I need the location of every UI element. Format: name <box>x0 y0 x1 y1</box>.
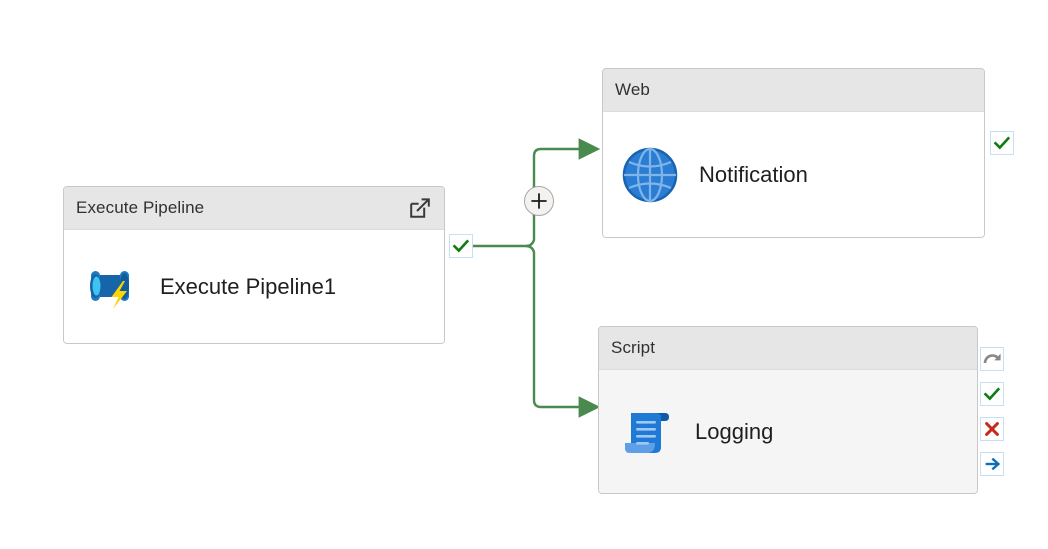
node-body: Logging <box>599 370 977 493</box>
add-activity-button[interactable] <box>524 186 554 216</box>
node-label: Execute Pipeline1 <box>160 273 337 299</box>
red-x-icon <box>985 422 999 436</box>
node-header: Web <box>603 69 984 112</box>
activity-node-web[interactable]: Web Notification <box>602 68 985 238</box>
node-header-title: Execute Pipeline <box>76 198 205 217</box>
activity-node-execute-pipeline[interactable]: Execute Pipeline <box>63 186 445 344</box>
node-header-title: Web <box>615 80 650 99</box>
output-port-failure-script[interactable] <box>980 417 1004 441</box>
node-header-title: Script <box>611 338 656 357</box>
connector-to-script <box>525 244 601 418</box>
node-body: Execute Pipeline1 <box>64 230 444 343</box>
node-label: Logging <box>695 418 774 444</box>
output-port-success-script[interactable] <box>980 382 1004 406</box>
node-label: Notification <box>699 161 808 187</box>
output-port-completion-script[interactable] <box>980 452 1004 476</box>
retry-arrow-icon <box>983 353 1001 364</box>
activity-node-script[interactable]: Script Logging <box>598 326 978 494</box>
globe-icon <box>621 146 679 204</box>
script-scroll-icon <box>617 403 675 461</box>
output-port-success-web[interactable] <box>990 131 1014 155</box>
output-port-retry-script[interactable] <box>980 347 1004 371</box>
open-in-new-window-icon[interactable] <box>406 194 434 222</box>
node-header: Script <box>599 327 977 370</box>
output-port-success-execute-pipeline[interactable] <box>449 234 473 258</box>
blue-arrow-icon <box>985 457 1001 471</box>
green-check-icon <box>993 136 1011 150</box>
node-header: Execute Pipeline <box>64 187 444 230</box>
execute-pipeline-icon <box>82 258 140 316</box>
green-check-icon <box>983 387 1001 401</box>
green-check-icon <box>452 239 470 253</box>
node-body: Notification <box>603 112 984 237</box>
plus-icon <box>531 193 547 209</box>
